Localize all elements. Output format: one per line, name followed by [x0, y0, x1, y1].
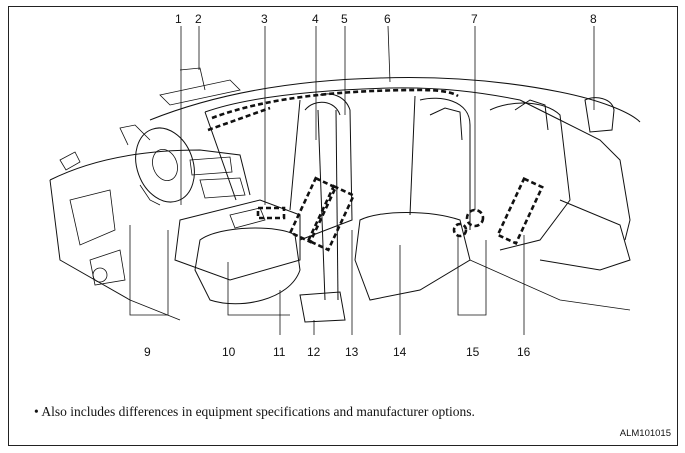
rear-anchor-area [452, 222, 468, 238]
curtain-airbag-area-front [207, 106, 271, 132]
seat-belt-area [306, 184, 356, 252]
callout-12: 12 [307, 345, 321, 359]
callout-1: 1 [175, 12, 182, 26]
callout-7: 7 [471, 12, 478, 26]
footnote: • Also includes differences in equipment… [34, 404, 475, 419]
side-airbag-rear-area [496, 176, 544, 246]
callout-numbers: 1 2 3 4 5 6 7 8 9 10 11 12 13 14 15 16 [144, 12, 597, 359]
callout-15: 15 [466, 345, 480, 359]
curtain-airbag-area [211, 88, 459, 120]
callout-13: 13 [345, 345, 359, 359]
side-airbag-front-area [288, 176, 338, 244]
callout-5: 5 [341, 12, 348, 26]
callout-3: 3 [261, 12, 268, 26]
console-area [256, 206, 286, 220]
car-body-outline [49, 67, 641, 323]
rear-buckle-area [465, 208, 485, 228]
callout-6: 6 [384, 12, 391, 26]
callout-14: 14 [393, 345, 407, 359]
callout-11: 11 [273, 345, 286, 359]
leader-lines [129, 25, 595, 335]
callout-4: 4 [312, 12, 319, 26]
figure-code: ALM101015 [619, 428, 671, 439]
callout-2: 2 [195, 12, 202, 26]
callout-9: 9 [144, 345, 151, 359]
component-areas [207, 88, 544, 252]
callout-10: 10 [222, 345, 236, 359]
diagram-frame [8, 6, 678, 446]
callout-16: 16 [517, 345, 531, 359]
callout-8: 8 [590, 12, 597, 26]
